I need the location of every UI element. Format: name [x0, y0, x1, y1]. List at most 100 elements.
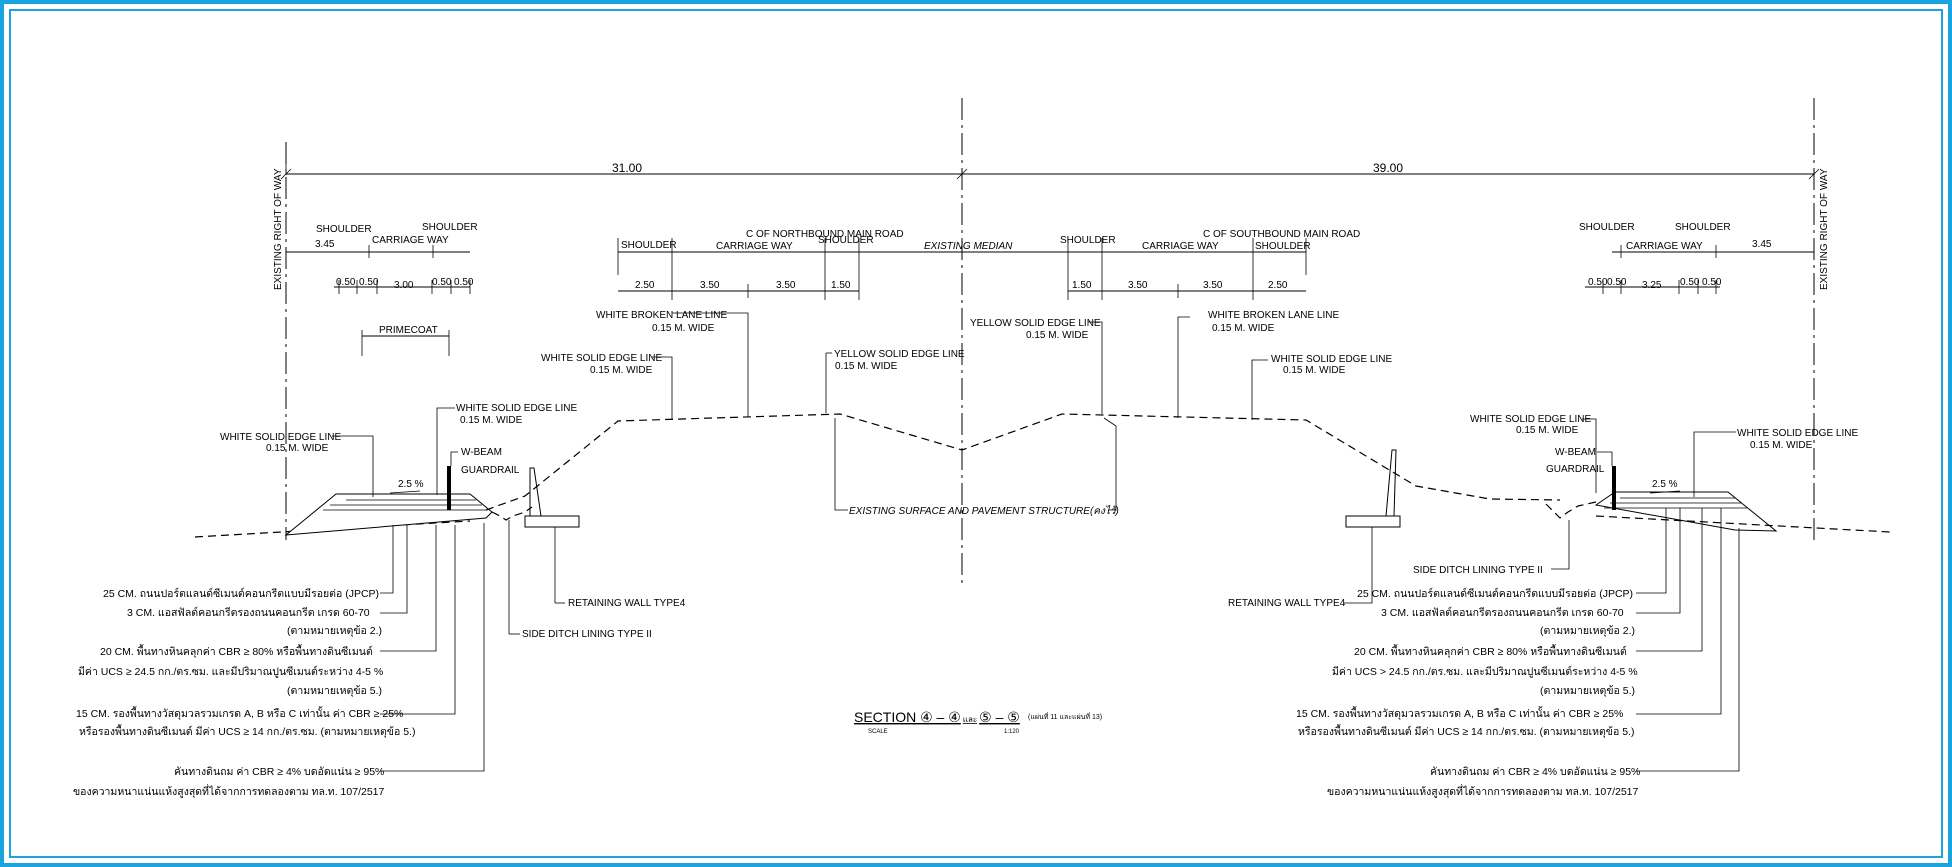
- section-title-a: SECTION ④ – ④: [854, 709, 961, 725]
- right-note-ac: 3 CM. แอสฟัลต์คอนกรีตรองถนนคอนกรีต เกรด …: [1381, 606, 1624, 619]
- sb-shoulder-label-b: SHOULDER: [1255, 241, 1311, 252]
- existing-median-label: EXISTING MEDIAN: [924, 241, 1013, 252]
- right-retaining-wall-base: [1345, 515, 1401, 528]
- existing-surface-label: EXISTING SURFACE AND PAVEMENT STRUCTURE(…: [849, 505, 1119, 517]
- sb-centerline-label: C OF SOUTHBOUND MAIN ROAD: [1203, 229, 1360, 240]
- left-row-label: EXISTING RIGHT OF WAY: [273, 168, 284, 290]
- right-retaining-wall: [1385, 449, 1397, 517]
- left-note-subbase-alt: หรือรองพื้นทางดินซีเมนต์ มีค่า UCS ≥ 14 …: [79, 724, 415, 738]
- right-white-solid-label-a: WHITE SOLID EDGE LINE: [1470, 414, 1591, 425]
- sb-carriage-label: CARRIAGE WAY: [1142, 241, 1219, 252]
- right-white-solid-label-b: WHITE SOLID EDGE LINE: [1737, 428, 1858, 439]
- right-shoulder-label-a: SHOULDER: [1579, 222, 1635, 233]
- scale-label: SCALE: [868, 729, 888, 735]
- right-dim-345: 3.45: [1752, 239, 1772, 250]
- left-retaining-wall: [529, 467, 542, 517]
- left-dim-050c: 0.50: [432, 277, 452, 288]
- scale-ratio: 1:120: [1004, 729, 1020, 735]
- existing-ground-right: [1595, 515, 1891, 533]
- section-sheets: (แผ่นที่ 11 และแผ่นที่ 13): [1028, 712, 1102, 721]
- right-note-base-ref: (ตามหมายเหตุข้อ 5.): [1540, 685, 1635, 697]
- nb-yellow-solid-wide: 0.15 M. WIDE: [835, 361, 898, 372]
- nb-shoulder-label-a: SHOULDER: [621, 240, 677, 251]
- dim-right-total: 39.00: [1373, 161, 1403, 175]
- nb-white-solid-wide: 0.15 M. WIDE: [590, 365, 653, 376]
- nb-dim-350b: 3.50: [776, 280, 796, 291]
- sb-shoulder-label-a: SHOULDER: [1060, 235, 1116, 246]
- nb-dim-250: 2.50: [635, 280, 655, 291]
- sb-yellow-solid-label: YELLOW SOLID EDGE LINE: [970, 318, 1101, 329]
- left-side-ditch-label: SIDE DITCH LINING TYPE II: [522, 629, 652, 640]
- right-row-label: EXISTING RIGHT OF WAY: [1819, 168, 1830, 290]
- sb-dim-150: 1.50: [1072, 280, 1092, 291]
- sb-yellow-solid-wide: 0.15 M. WIDE: [1026, 330, 1089, 341]
- right-shoulder-label-b: SHOULDER: [1675, 222, 1731, 233]
- left-dim-345: 3.45: [315, 239, 335, 250]
- nb-carriage-label: CARRIAGE WAY: [716, 241, 793, 252]
- left-white-solid-wide-b: 0.15 M. WIDE: [460, 415, 523, 426]
- right-dim-050b: 0.50: [1607, 277, 1627, 288]
- right-carriage-label: CARRIAGE WAY: [1626, 241, 1703, 252]
- nb-white-broken-label: WHITE BROKEN LANE LINE: [596, 310, 727, 321]
- nb-dim-350a: 3.50: [700, 280, 720, 291]
- left-note-ac-ref: (ตามหมายเหตุข้อ 2.): [287, 625, 382, 637]
- left-wbeam-label: W-BEAM: [461, 447, 502, 458]
- right-white-solid-wide-a: 0.15 M. WIDE: [1516, 425, 1579, 436]
- left-note-base-ucs: มีค่า UCS ≥ 24.5 กก./ตร.ซม. และมีปริมาณป…: [78, 665, 383, 678]
- right-guardrail-label: GUARDRAIL: [1546, 464, 1605, 475]
- right-retaining-wall-label: RETAINING WALL TYPE4: [1228, 598, 1346, 609]
- right-note-jpcp: 25 CM. ถนนปอร์ตแลนด์ซีเมนต์คอนกรีตแบบมีร…: [1357, 587, 1633, 600]
- left-retaining-wall-label: RETAINING WALL TYPE4: [568, 598, 686, 609]
- left-carriage-label: CARRIAGE WAY: [372, 235, 449, 246]
- left-dim-050d: 0.50: [454, 277, 474, 288]
- left-shoulder-label-b: SHOULDER: [422, 222, 478, 233]
- nb-white-broken-wide: 0.15 M. WIDE: [652, 323, 715, 334]
- left-note-subbase: 15 CM. รองพื้นทางวัสดุมวลรวมเกรด A, B หร…: [76, 706, 403, 720]
- right-dim-050a: 0.50: [1588, 277, 1608, 288]
- section-title-and: และ: [963, 715, 977, 724]
- left-note-fill-density: ของความหนาแน่นแห้งสูงสุดที่ได้จากการทดลอ…: [73, 784, 385, 798]
- right-wbeam-label: W-BEAM: [1555, 447, 1596, 458]
- right-note-fill-density: ของความหนาแน่นแห้งสูงสุดที่ได้จากการทดลอ…: [1327, 784, 1639, 798]
- left-dim-300: 3.00: [394, 280, 414, 291]
- left-slope-label: 2.5 %: [398, 479, 424, 490]
- left-note-base: 20 CM. พื้นทางหินคลุกค่า CBR ≥ 80% หรือพ…: [100, 644, 373, 658]
- left-white-solid-label-a: WHITE SOLID EDGE LINE: [220, 432, 341, 443]
- left-embankment: [284, 493, 493, 536]
- sb-white-broken-wide: 0.15 M. WIDE: [1212, 323, 1275, 334]
- right-note-subbase-alt: หรือรองพื้นทางดินซีเมนต์ มีค่า UCS ≥ 14 …: [1298, 724, 1634, 738]
- sb-white-solid-wide: 0.15 M. WIDE: [1283, 365, 1346, 376]
- left-guardrail-label: GUARDRAIL: [461, 465, 520, 476]
- nb-yellow-solid-label: YELLOW SOLID EDGE LINE: [834, 349, 965, 360]
- right-note-base-ucs: มีค่า UCS > 24.5 กก./ตร.ซม. และมีปริมาณป…: [1332, 665, 1638, 678]
- left-note-fill: คันทางดินถม ค่า CBR ≥ 4% บดอัดแน่น ≥ 95%: [174, 766, 384, 778]
- right-note-fill: คันทางดินถม ค่า CBR ≥ 4% บดอัดแน่น ≥ 95%: [1430, 766, 1640, 778]
- sb-dim-350b: 3.50: [1203, 280, 1223, 291]
- right-note-base: 20 CM. พื้นทางหินคลุกค่า CBR ≥ 80% หรือพ…: [1354, 644, 1627, 658]
- sb-white-broken-label: WHITE BROKEN LANE LINE: [1208, 310, 1339, 321]
- right-embankment: [1594, 491, 1778, 532]
- right-white-solid-wide-b: 0.15 M. WIDE: [1750, 440, 1813, 451]
- drawing-border-inner: [9, 9, 1943, 858]
- right-note-subbase: 15 CM. รองพื้นทางวัสดุมวลรวมเกรด A, B หร…: [1296, 706, 1623, 720]
- primecoat-label: PRIMECOAT: [379, 325, 438, 336]
- sb-white-solid-label: WHITE SOLID EDGE LINE: [1271, 354, 1392, 365]
- right-guardrail: [1612, 466, 1616, 510]
- right-slope-label: 2.5 %: [1652, 479, 1678, 490]
- left-shoulder-label-a: SHOULDER: [316, 224, 372, 235]
- nb-white-solid-label: WHITE SOLID EDGE LINE: [541, 353, 662, 364]
- left-white-solid-wide-a: 0.15 M. WIDE: [266, 443, 329, 454]
- sb-dim-350a: 3.50: [1128, 280, 1148, 291]
- right-dim-050c: 0.50: [1680, 277, 1700, 288]
- left-note-base-ref: (ตามหมายเหตุข้อ 5.): [287, 685, 382, 697]
- left-white-solid-label-b: WHITE SOLID EDGE LINE: [456, 403, 577, 414]
- nb-centerline-label: C OF NORTHBOUND MAIN ROAD: [746, 229, 904, 240]
- right-note-ac-ref: (ตามหมายเหตุข้อ 2.): [1540, 625, 1635, 637]
- left-dim-050b: 0.50: [359, 277, 379, 288]
- nb-shoulder-label-b: SHOULDER: [818, 235, 874, 246]
- section-title-b: ⑤ – ⑤: [979, 709, 1020, 725]
- left-dim-050a: 0.50: [336, 277, 356, 288]
- right-dim-050d: 0.50: [1702, 277, 1722, 288]
